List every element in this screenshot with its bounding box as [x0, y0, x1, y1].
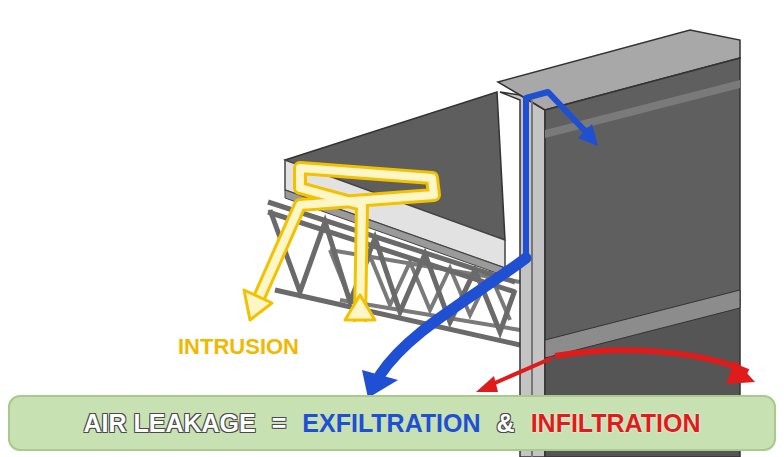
- band-text: AIR LEAKAGE: [83, 409, 255, 438]
- infiltration-arrow: [476, 350, 755, 392]
- band-text: =: [272, 409, 287, 438]
- summary-band: AIR LEAKAGE = EXFILTRATION&INFILTRATION: [8, 395, 776, 451]
- wall-band: [545, 80, 740, 138]
- band-text: EXFILTRATION: [302, 409, 480, 438]
- intrusion-arrow: [244, 168, 434, 322]
- band-text: INFILTRATION: [531, 409, 701, 438]
- callout-label: INTRUSION: [178, 334, 299, 360]
- steel-joist-front: [268, 202, 520, 345]
- band-text: &: [497, 409, 515, 438]
